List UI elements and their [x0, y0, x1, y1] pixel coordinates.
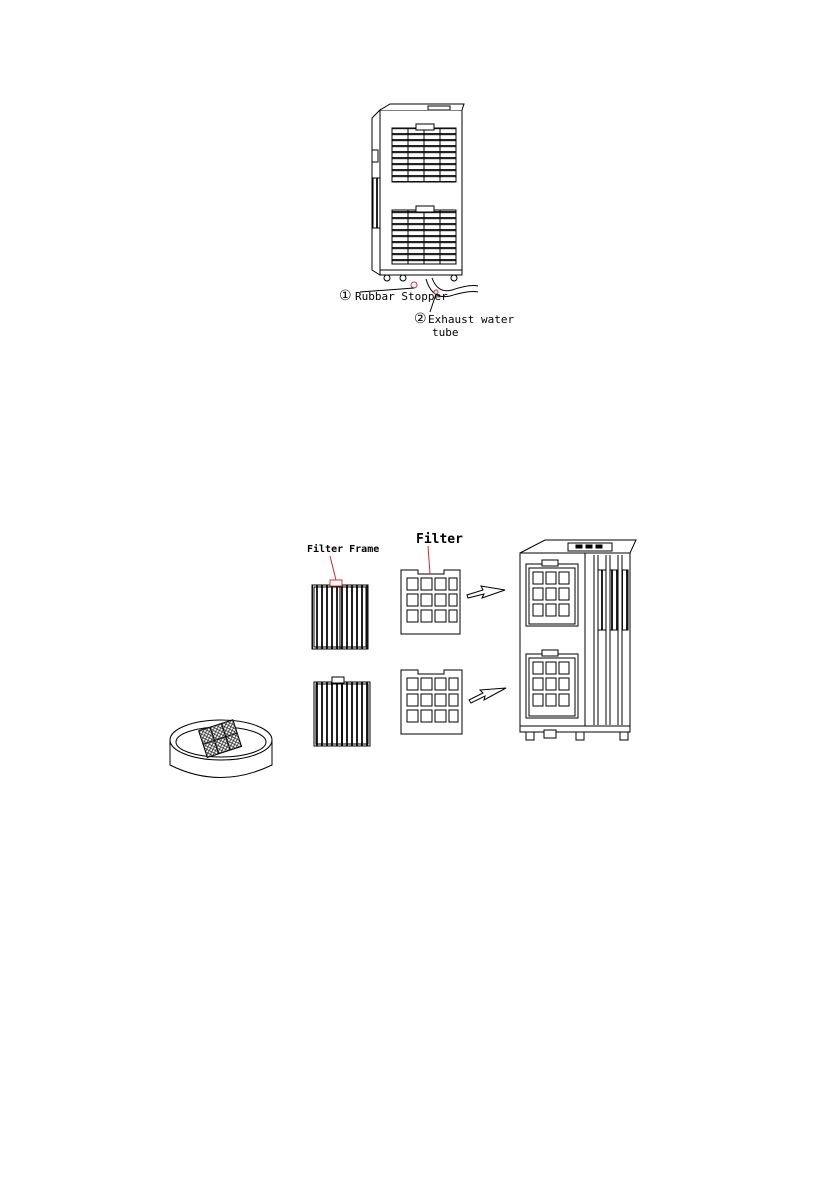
filter-frame-top: [312, 556, 368, 649]
callout-marker-2: ②: [414, 311, 427, 327]
wash-basin-illustration: [170, 720, 272, 778]
arrow-icon: [467, 586, 506, 703]
unit-drain-illustration: [360, 104, 478, 312]
filter-frame-label: Filter Frame: [307, 544, 379, 555]
callout-marker-1: ①: [339, 288, 352, 304]
rubber-stopper-label: Rubbar Stopper: [355, 290, 448, 303]
filter-frame-bottom: [314, 677, 370, 746]
exhaust-tube-label-line2: tube: [432, 326, 459, 339]
filter-top: [401, 546, 460, 634]
filter-label: Filter: [416, 532, 463, 547]
air-conditioner-unit: [520, 540, 636, 740]
exhaust-tube-label-line1: Exhaust water: [428, 313, 514, 326]
filter-bottom: [401, 670, 462, 734]
